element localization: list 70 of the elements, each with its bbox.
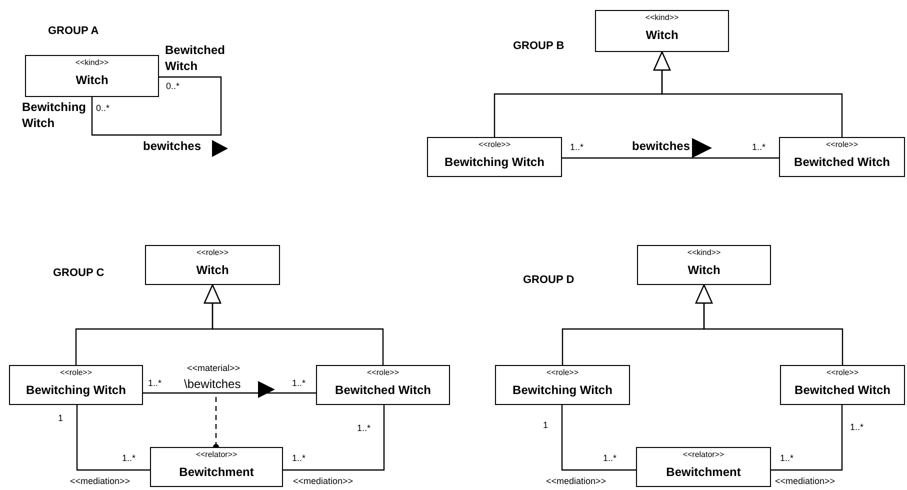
- association-line: [561, 405, 636, 471]
- class-name: Bewitching Witch: [444, 155, 544, 169]
- multiplicity: 1..*: [148, 377, 162, 389]
- edge-label: \bewitches: [184, 377, 241, 391]
- class-name: Witch: [646, 28, 678, 42]
- multiplicity: 1..*: [357, 422, 371, 434]
- stereotype: <<kind>>: [75, 57, 109, 68]
- multiplicity: 0..*: [166, 80, 180, 92]
- group-title: GROUP B: [513, 40, 564, 52]
- class-box: [150, 447, 283, 487]
- class-name: Bewitching Witch: [26, 383, 126, 397]
- generalization-arrow: [653, 51, 843, 137]
- class-box: [779, 137, 905, 177]
- stereotype: <<role>>: [60, 367, 92, 378]
- class-name: Witch: [76, 73, 108, 87]
- class-name: Bewitched Witch: [794, 383, 890, 397]
- stereotype: <<relator>>: [196, 449, 238, 460]
- class-name: Bewitching Witch: [512, 383, 612, 397]
- multiplicity: 1..*: [752, 141, 766, 153]
- multiplicity: 1..*: [122, 452, 136, 464]
- role-name: Bewitching Witch: [22, 99, 88, 131]
- class-box: [780, 365, 905, 405]
- multiplicity: 1..*: [850, 421, 864, 433]
- group-title: GROUP C: [53, 267, 104, 279]
- class-box: [427, 137, 562, 177]
- association-line: [91, 76, 222, 136]
- class-box: [145, 245, 280, 285]
- association-line: [143, 392, 316, 394]
- group-title: GROUP A: [48, 25, 99, 37]
- stereotype: <<role>>: [366, 367, 400, 378]
- stereotype: <<kind>>: [687, 247, 721, 258]
- class-name: Bewitchment: [179, 465, 254, 479]
- edge-label: bewitches: [632, 139, 690, 153]
- multiplicity: 1: [58, 412, 64, 424]
- class-name: Bewitchment: [666, 465, 741, 479]
- class-name: Bewitched Witch: [794, 155, 890, 169]
- class-box: [495, 365, 630, 405]
- class-name: Witch: [688, 263, 720, 277]
- association-line: [562, 157, 779, 159]
- edge-label: bewitches: [143, 139, 202, 153]
- multiplicity: 1..*: [603, 452, 617, 464]
- stereotype: <<role>>: [546, 367, 579, 378]
- stereotype: <<role>>: [826, 367, 859, 378]
- association-line: [283, 405, 385, 471]
- class-box: [9, 365, 143, 405]
- multiplicity: 1..*: [570, 141, 584, 153]
- generalization-arrow: [695, 284, 844, 365]
- stereotype: <<material>>: [187, 362, 240, 374]
- group-title: GROUP D: [523, 274, 574, 286]
- stereotype: <<kind>>: [645, 12, 679, 23]
- stereotype: <<relator>>: [682, 449, 724, 460]
- multiplicity: 1..*: [292, 377, 306, 389]
- generalization-arrow: [204, 284, 384, 365]
- class-name: Bewitched Witch: [335, 383, 431, 397]
- class-box: [25, 55, 159, 97]
- stereotype: <<role>>: [196, 247, 229, 258]
- multiplicity: 1..*: [292, 452, 306, 464]
- class-box: [316, 365, 450, 405]
- association-line: [771, 405, 843, 471]
- class-box: [636, 447, 771, 487]
- multiplicity: 0..*: [96, 102, 110, 114]
- multiplicity: 1..*: [780, 452, 794, 464]
- role-name: Bewitched Witch: [165, 42, 226, 74]
- class-name: Witch: [196, 263, 229, 277]
- multiplicity: 1: [543, 419, 548, 431]
- class-box: [595, 10, 729, 52]
- stereotype: <<role>>: [478, 139, 511, 150]
- stereotype: <<role>>: [826, 139, 858, 150]
- association-line: [76, 405, 150, 471]
- class-box: [637, 245, 771, 285]
